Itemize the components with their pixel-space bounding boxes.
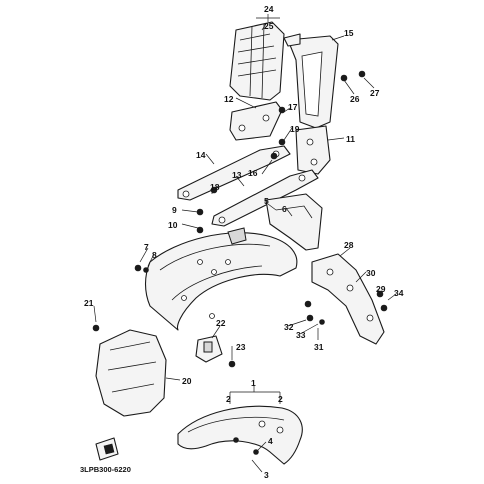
callout-32: 32 [284,322,294,332]
callout-labels: 24 25 15 26 27 12 17 19 11 14 13 16 18 9… [84,4,404,480]
callout-13: 13 [232,170,242,180]
callout-19: 19 [290,124,300,134]
callout-23: 23 [236,342,246,352]
callout-8: 8 [152,250,157,260]
callout-27: 27 [370,88,380,98]
callout-15: 15 [344,28,354,38]
callout-28: 28 [344,240,354,250]
callout-14: 14 [196,150,206,160]
callout-9: 9 [172,205,177,215]
callout-2a: 2 [226,394,231,404]
callout-30: 30 [366,268,376,278]
callout-22: 22 [216,318,226,328]
callout-31: 31 [314,342,324,352]
part-logo-icon [95,437,119,461]
side-plate-11[interactable] [295,125,331,175]
backrest-pad[interactable] [229,21,285,101]
rear-fender[interactable] [144,227,298,331]
bracket-28[interactable] [311,253,385,345]
callout-21: 21 [84,298,94,308]
callout-18: 18 [210,182,220,192]
callout-33: 33 [296,330,306,340]
callout-17: 17 [288,102,298,112]
callout-5: 5 [264,196,269,206]
bracket-12[interactable] [229,101,283,141]
callout-7: 7 [144,242,149,252]
callout-16: 16 [248,168,258,178]
callout-1: 1 [251,378,256,388]
callout-20: 20 [182,376,192,386]
callout-25: 25 [264,21,274,31]
diagram-code: 3LPB300-6220 [80,465,131,474]
callout-10: 10 [168,220,178,230]
clamp-22[interactable] [195,335,223,363]
side-cover[interactable] [265,193,323,251]
callout-4: 4 [268,436,273,446]
fasteners [92,70,388,455]
callout-3: 3 [264,470,269,480]
carrier-arm-13[interactable] [211,169,319,227]
callout-12: 12 [224,94,234,104]
callout-24: 24 [264,4,274,14]
inner-fender-flap[interactable] [95,329,167,417]
callout-26: 26 [350,94,360,104]
callout-2b: 2 [278,394,283,404]
callout-6: 6 [282,204,287,214]
callout-29: 29 [376,284,386,294]
callout-11: 11 [346,134,355,144]
callout-34: 34 [394,288,404,298]
front-fender[interactable] [177,405,303,465]
leader-lines [93,14,397,473]
backrest-frame[interactable] [283,33,339,129]
